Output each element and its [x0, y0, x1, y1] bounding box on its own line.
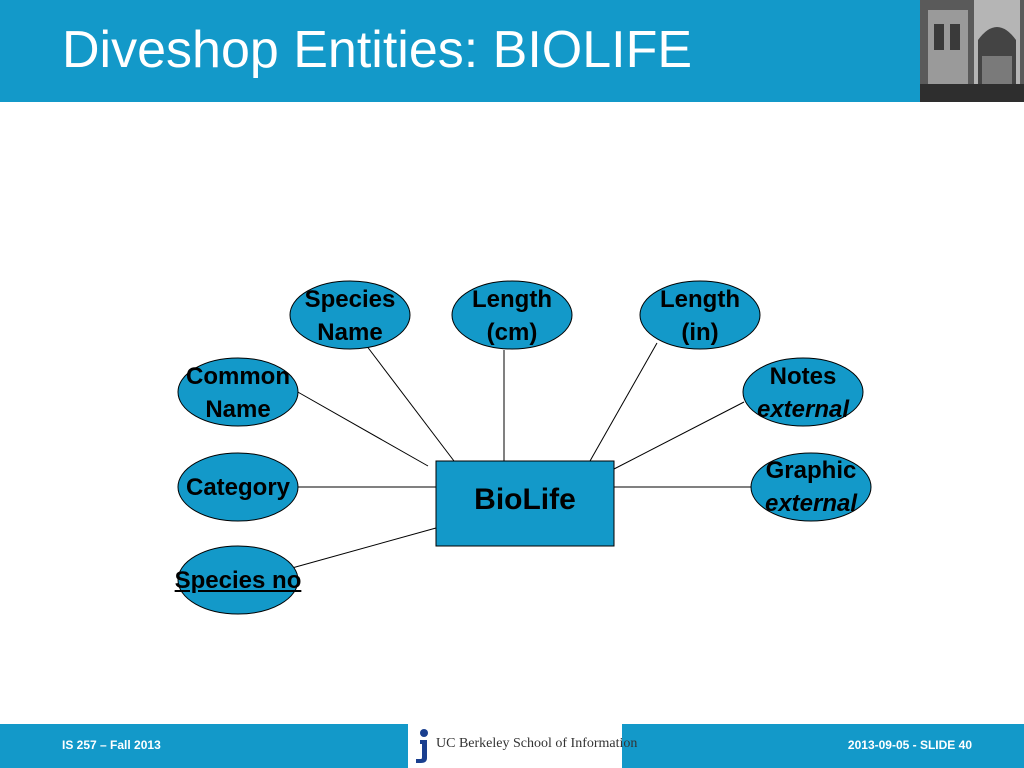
footer-logo: UC Berkeley School of Information — [408, 724, 637, 768]
attr-notes-line1: Notes — [769, 363, 837, 390]
attr-length-in-line2: (in) — [681, 319, 719, 346]
edge-species-name — [365, 344, 455, 462]
attr-notes-shape — [742, 357, 864, 427]
attr-notes-line2: external — [756, 396, 850, 423]
attr-species-name-shape — [289, 280, 411, 350]
attr-species-no-shape — [177, 545, 299, 615]
entity-biolife-shape — [435, 460, 615, 547]
edge-notes — [613, 401, 745, 470]
attr-length-cm: Length (cm) — [472, 283, 552, 349]
attr-graphic-shape — [750, 452, 872, 522]
attr-graphic-line1: Graphic — [765, 457, 857, 484]
attr-species-name: Species Name — [305, 283, 396, 349]
attr-common-name-line2: Name — [205, 396, 271, 423]
header-photo — [920, 0, 1024, 102]
attr-category-shape — [177, 452, 299, 522]
attr-length-cm-line2: (cm) — [486, 319, 538, 346]
edge-length-in — [589, 342, 658, 462]
building-photo-icon — [920, 0, 1024, 102]
footer-slide-number: 2013-09-05 - SLIDE 40 — [847, 738, 972, 752]
attr-graphic-line2: external — [764, 490, 858, 517]
slide-header: Diveshop Entities: BIOLIFE — [0, 0, 920, 102]
attr-length-in-line1: Length — [660, 286, 740, 313]
footer-logo-text: UC Berkeley School of Information — [436, 736, 638, 751]
attr-notes: Notes external — [757, 360, 849, 426]
slide-title: Diveshop Entities: BIOLIFE — [62, 21, 693, 79]
attr-species-name-line2: Name — [317, 319, 383, 346]
edge-species-no — [291, 527, 437, 569]
attr-length-in-shape — [639, 280, 761, 350]
ischool-logo-icon — [416, 729, 428, 763]
attr-category: Category — [185, 474, 291, 501]
attr-common-name: Common Name — [186, 360, 290, 426]
attr-length-cm-line1: Length — [472, 286, 552, 313]
attr-length-cm-shape — [451, 280, 573, 350]
slide-footer: IS 257 – Fall 2013 UC Berkeley School of… — [0, 724, 1024, 768]
attr-length-in: Length (in) — [660, 283, 740, 349]
edge-common-name — [295, 390, 429, 467]
attr-common-name-shape — [177, 357, 299, 427]
entity-biolife: BioLife — [474, 483, 576, 516]
attr-species-no: Species no — [174, 567, 302, 594]
footer-course: IS 257 – Fall 2013 — [62, 738, 161, 752]
attr-common-name-line1: Common — [186, 363, 290, 390]
attr-species-name-line1: Species — [304, 286, 396, 313]
attr-graphic: Graphic external — [765, 454, 857, 520]
